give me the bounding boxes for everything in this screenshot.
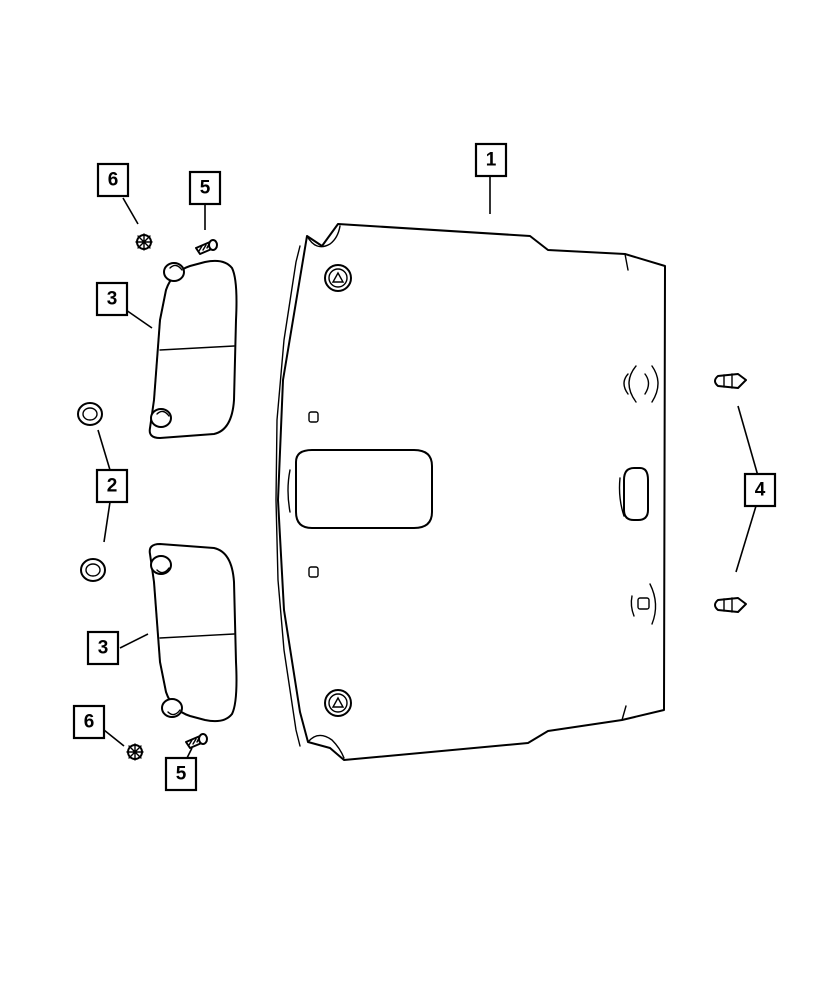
callout-5-lower: 5: [164, 756, 198, 792]
callout-2-label: 2: [107, 476, 118, 497]
callout-3-upper: 3: [95, 281, 129, 317]
lower-sun-visor-icon: [148, 543, 238, 723]
upper-screw-icon: [195, 239, 218, 255]
lower-visor-clip-icon: [80, 558, 106, 582]
lower-push-nut-icon: [126, 743, 144, 761]
callout-6-upper-label: 6: [108, 170, 119, 191]
upper-sun-visor-icon: [148, 259, 238, 439]
callout-6-lower: 6: [72, 704, 106, 740]
lower-screw-icon: [185, 733, 208, 749]
callout-4-label: 4: [755, 480, 766, 501]
callout-1: 1: [474, 142, 508, 178]
leader-lines: [97, 176, 759, 761]
upper-retainer-clip-icon: [714, 373, 747, 389]
headliner-icon: [275, 223, 666, 761]
lower-retainer-clip-icon: [714, 597, 747, 613]
callout-3-upper-label: 3: [107, 289, 118, 310]
callout-2: 2: [95, 468, 129, 504]
callout-5-upper-label: 5: [200, 178, 211, 199]
callout-1-label: 1: [486, 150, 497, 171]
callout-3-lower-label: 3: [98, 638, 109, 659]
callout-3-lower: 3: [86, 630, 120, 666]
upper-visor-clip-icon: [77, 402, 103, 426]
callout-5-upper: 5: [188, 170, 222, 206]
upper-push-nut-icon: [135, 233, 153, 251]
callout-6-lower-label: 6: [84, 712, 95, 733]
callout-6-upper: 6: [96, 162, 130, 198]
callout-5-lower-label: 5: [176, 764, 187, 785]
callout-4: 4: [743, 472, 777, 508]
